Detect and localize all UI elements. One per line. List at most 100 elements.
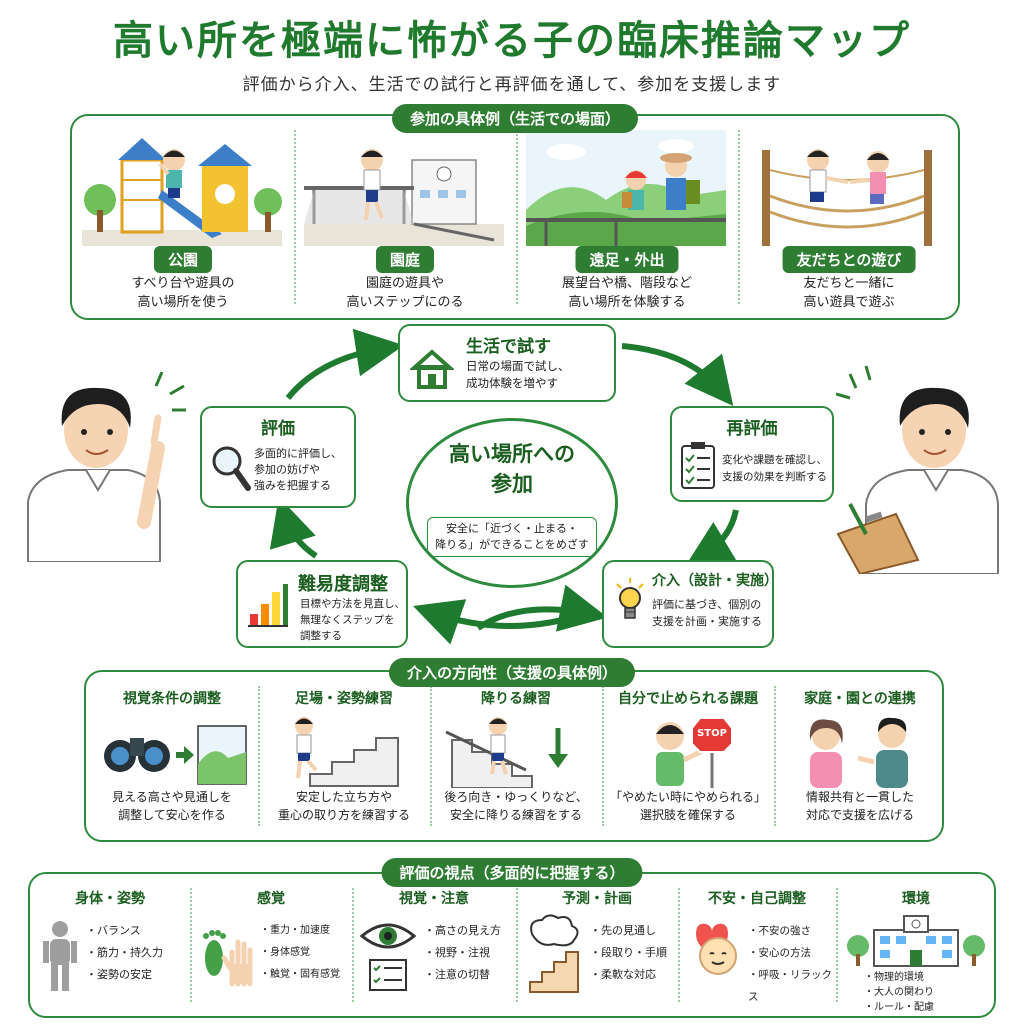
divider (836, 888, 838, 1002)
eval-vision-list: 高さの見え方 視野・注視 注意の切替 (424, 920, 501, 986)
therapist-pointing-illustration (27, 372, 186, 562)
therapist-clipboard-illustration (836, 365, 999, 574)
page-title: 高い所を極端に怖がる子の臨床推論マップ (113, 18, 911, 64)
direction-stop-title: 自分で止められる課題 (618, 691, 758, 707)
eval-environment-list: 物理的環境 大人の関わり ルール・配慮 (864, 970, 934, 1015)
outing-illustration (526, 130, 726, 246)
parent-teacher-illustration (809, 717, 908, 788)
friends-illustration (762, 149, 932, 246)
divider (190, 888, 192, 1002)
cycle-difficulty-box: 難易度調整 目標や方法を見直し、 無理なくステップを 調整する (236, 560, 408, 648)
bar-graph-icon (248, 584, 288, 627)
divider (516, 888, 518, 1002)
stop-sign-text: STOP (697, 728, 727, 739)
checklist-icon (681, 442, 715, 489)
school-building-icon (847, 915, 985, 967)
direction-collab-title: 家庭・園との連携 (804, 691, 916, 707)
eval-sensory: 感覚 重力・加速度 身体感覚 触覚・固有感覚 (190, 874, 352, 1016)
divider (430, 686, 432, 826)
binoculars-icon (104, 725, 247, 785)
center-title: 高い場所への 参加 (449, 442, 575, 496)
direction-visual-desc: 見える高さや見通しを 調整して安心を作る (112, 790, 232, 822)
examples-heading: 参加の具体例（生活での場面） (391, 104, 639, 133)
divider (352, 888, 354, 1002)
stop-illustration: STOP (614, 712, 762, 788)
eval-environment-title: 環境 (902, 891, 930, 907)
direction-collab-desc: 情報共有と一貫した 対応で支援を広げる (805, 790, 914, 822)
eval-body: 身体・姿勢 バランス 筋力・持久力 姿勢の安定 (30, 874, 190, 1016)
eval-anxiety-title: 不安・自己調整 (708, 891, 806, 907)
direction-stop-desc: 「やめたい時にやめられる」 選択肢を確保する (609, 790, 766, 822)
example-yard: 園庭 園庭の遊具や 高いステップにのる (294, 116, 516, 318)
eval-anxiety-list: 不安の強さ 安心の方法 呼吸・リラックス (748, 920, 836, 1008)
example-park-label: 公園 (153, 246, 213, 273)
direction-visual: 視覚条件の調整 見える高さや見通しを 調整して安心を作る (86, 672, 258, 840)
direction-footing-title: 足場・姿勢練習 (295, 691, 393, 707)
eval-environment: 環境 物理的環境 大人の関わり ルール・配慮 (836, 874, 996, 1016)
divider (774, 686, 776, 826)
eval-body-list: バランス 筋力・持久力 姿勢の安定 (86, 920, 163, 986)
divider (738, 130, 740, 304)
cycle-try-box: 生活で試す 日常の場面で試し、 成功体験を増やす (398, 324, 616, 402)
direction-stop: 自分で止められる課題 STOP 「やめたい時にやめられる」 選択肢を確保する (602, 672, 774, 840)
eval-anxiety: 不安・自己調整 不安の強さ 安心の方法 呼吸・リラックス (678, 874, 836, 1016)
example-friends-desc: 友だちと一緒に 高い遊具で遊ぶ (803, 276, 895, 310)
direction-footing: 足場・姿勢練習 安定した立ち方や 重心の取り方を練習する (258, 672, 430, 840)
cycle-eval-box: 評価 多面的に評価し、 参加の妨げや 強みを把握する (200, 406, 356, 508)
stairs-descending-illustration (445, 717, 568, 788)
center-goal: 高い場所への 参加 安全に「近づく・止まる・ 降りる」ができることをめざす (406, 418, 618, 588)
cycle-reeval-box: 再評価 変化や課題を確認し、 支援の効果を判断する (670, 406, 834, 502)
example-outing-label: 遠足・外出 (575, 246, 679, 273)
divider (294, 130, 296, 304)
example-friends-label: 友だちとの遊び (782, 246, 916, 273)
evaluation-panel: 身体・姿勢 バランス 筋力・持久力 姿勢の安定 感覚 重力・加速度 身体感覚 触… (28, 872, 996, 1018)
divider (516, 130, 518, 304)
direction-footing-desc: 安定した立ち方や 重心の取り方を練習する (277, 790, 410, 822)
evaluation-heading: 評価の視点（多面的に把握する） (381, 858, 643, 887)
divider (258, 686, 260, 826)
direction-collab: 家庭・園との連携 情報共有と一貫した 対応で支援を広げる (774, 672, 946, 840)
page-subtitle: 評価から介入、生活での試行と再評価を通して、参加を支援します (242, 75, 782, 95)
cycle-eval-title: 評価 (261, 419, 295, 439)
example-park: 公園 すべり台や遊具の 高い場所を使う (72, 116, 294, 318)
divider (602, 686, 604, 826)
park-illustration (82, 138, 282, 246)
divider (678, 888, 680, 1002)
eval-body-title: 身体・姿勢 (75, 891, 145, 907)
cycle-difficulty-title: 難易度調整 (298, 574, 388, 595)
direction-descend-title: 降りる練習 (481, 691, 551, 707)
eval-planning-title: 予測・計画 (562, 891, 632, 907)
cycle-intervene-title: 介入（設計・実施） (652, 573, 778, 589)
example-friends: 友だちとの遊び 友だちと一緒に 高い遊具で遊ぶ (738, 116, 960, 318)
eval-sensory-title: 感覚 (257, 891, 285, 907)
lightbulb-icon (616, 578, 644, 619)
thought-stairs-icon (529, 914, 579, 993)
eval-planning: 予測・計画 先の見通し 段取り・手順 柔軟な対応 (516, 874, 678, 1016)
eval-vision-title: 視覚・注意 (399, 891, 469, 907)
cycle-reeval-desc: 変化や課題を確認し、 支援の効果を判断する (722, 454, 827, 483)
center-note: 安全に「近づく・止まる・ 降りる」ができることをめざす (427, 517, 597, 557)
person-icon (43, 921, 77, 991)
cycle-eval-desc: 多面的に評価し、 参加の妨げや 強みを把握する (254, 447, 342, 492)
yard-illustration (304, 149, 504, 246)
examples-panel: 公園 すべり台や遊具の 高い場所を使う 園庭 園庭の遊具や 高いステップ (70, 114, 960, 320)
example-outing: 遠足・外出 展望台や橋、階段など 高い場所を体験する (516, 116, 738, 318)
foot-hand-icon (203, 930, 253, 987)
eval-sensory-list: 重力・加速度 身体感覚 触覚・固有感覚 (260, 920, 340, 986)
eye-icon (359, 923, 417, 991)
example-yard-desc: 園庭の遊具や 高いステップにのる (346, 276, 464, 310)
house-icon (410, 349, 454, 389)
direction-descend-desc: 後ろ向き・ゆっくりなど、 安全に降りる練習をする (444, 790, 588, 822)
magnifier-icon (212, 446, 251, 491)
heart-face-icon (696, 923, 737, 975)
cycle-intervene-desc: 評価に基づき、個別の 支援を計画・実施する (652, 598, 762, 628)
eval-vision: 視覚・注意 高さの見え方 視野・注視 注意の切替 (352, 874, 516, 1016)
cycle-try-desc: 日常の場面で試し、 成功体験を増やす (466, 359, 570, 390)
cycle-difficulty-desc: 目標や方法を見直し、 無理なくステップを 調整する (300, 598, 405, 642)
cycle-try-title: 生活で試す (466, 337, 551, 357)
cycle-reeval-title: 再評価 (726, 419, 778, 439)
stairs-climbing-illustration (295, 717, 399, 787)
cycle-intervene-box: 介入（設計・実施） 評価に基づき、個別の 支援を計画・実施する (602, 560, 778, 648)
direction-descend: 降りる練習 後ろ向き・ゆっくりなど、 安全に降りる練習をする (430, 672, 602, 840)
